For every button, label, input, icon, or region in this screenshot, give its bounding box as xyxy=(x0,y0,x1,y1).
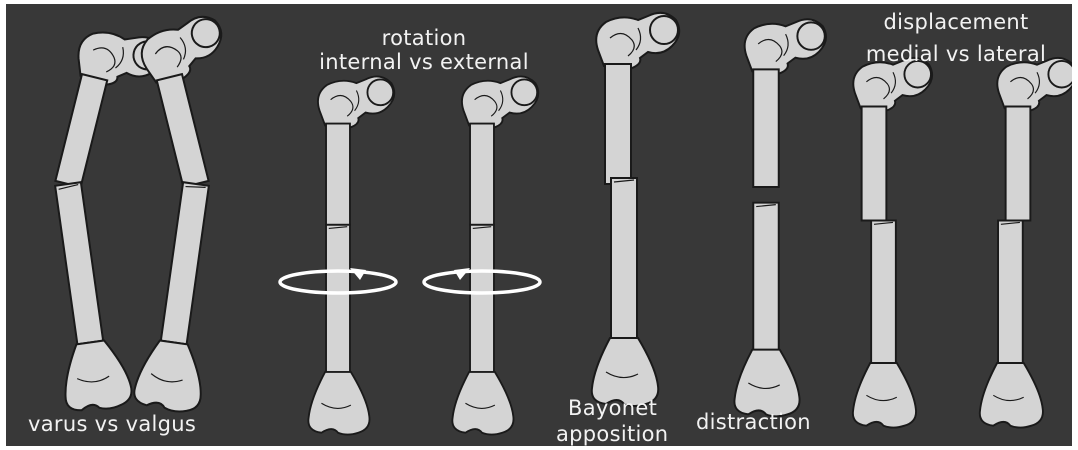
lateral-displacement-femur xyxy=(980,58,1072,428)
external-rotation-femur-proximal-fragment xyxy=(462,76,538,224)
lateral-displacement-femur-distal-fragment xyxy=(980,221,1043,428)
label-varus-valgus: varus vs valgus xyxy=(28,412,196,436)
label-bayonet-line1: Bayonet xyxy=(568,396,657,420)
distraction-femur xyxy=(734,19,826,416)
label-rotation-sub: internal vs external xyxy=(319,50,529,74)
bayonet-apposition-femur xyxy=(592,13,679,406)
label-bayonet-line2: apposition xyxy=(556,422,668,446)
valgus-femur xyxy=(132,13,255,415)
fracture-deformities-diagram: varus vs valgus rotation internal vs ext… xyxy=(6,4,1072,446)
varus-femur xyxy=(36,22,166,414)
bayonet-apposition-femur-proximal-fragment xyxy=(596,13,679,184)
varus-femur-distal-fragment xyxy=(36,179,134,414)
valgus-femur-proximal-fragment xyxy=(136,13,256,189)
distraction-femur-distal-fragment xyxy=(734,203,799,417)
external-rotation-femur-distal-fragment xyxy=(452,225,513,435)
internal-rotation-femur xyxy=(308,76,394,434)
medial-displacement-femur xyxy=(853,58,932,428)
label-rotation-title: rotation xyxy=(382,26,467,50)
label-displacement-sub: medial vs lateral xyxy=(866,42,1046,66)
medial-displacement-femur-proximal-fragment xyxy=(853,58,932,221)
external-rotation-femur xyxy=(452,76,538,434)
medial-displacement-femur-distal-fragment xyxy=(853,221,916,428)
valgus-femur-distal-fragment xyxy=(132,180,230,415)
distraction-femur-proximal-fragment xyxy=(745,19,826,187)
label-displacement-title: displacement xyxy=(883,10,1028,34)
internal-rotation-femur-proximal-fragment xyxy=(318,76,394,224)
femur-illustrations xyxy=(6,4,1072,446)
lateral-displacement-femur-proximal-fragment xyxy=(997,58,1072,221)
bayonet-apposition-femur-distal-fragment xyxy=(592,178,658,406)
internal-rotation-femur-distal-fragment xyxy=(308,225,369,435)
label-distraction: distraction xyxy=(696,410,811,434)
